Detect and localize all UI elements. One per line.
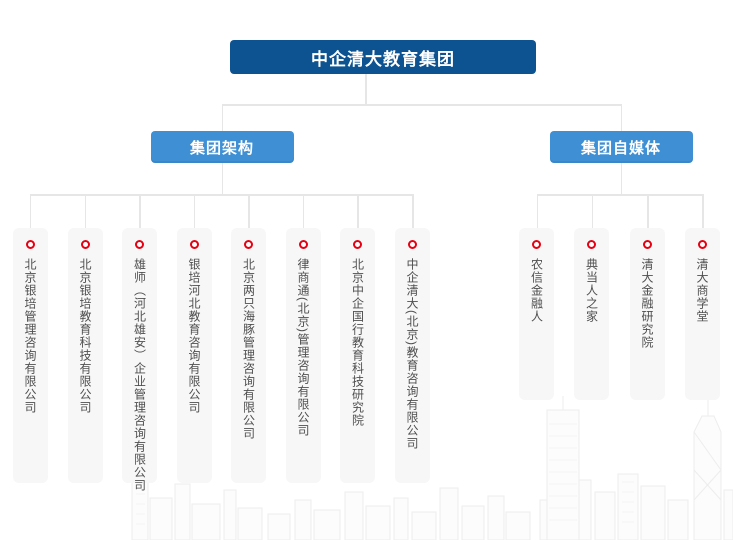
org-node-label: 清大金融研究院 bbox=[640, 258, 654, 349]
org-node-label: 银培河北教育咨询有限公司 bbox=[187, 258, 201, 414]
org-node-card: 农信金融人 bbox=[519, 228, 554, 400]
connector-line bbox=[221, 104, 621, 106]
org-node-label: 北京两只海豚管理咨询有限公司 bbox=[241, 258, 256, 440]
org-node-card: 北京中企国行教育科技研究院 bbox=[340, 228, 375, 483]
org-node-label: 北京银培教育科技有限公司 bbox=[78, 258, 92, 414]
org-node-card: 雄师（河北雄安）企业管理咨询有限公司 bbox=[122, 228, 157, 492]
red-ring-icon bbox=[532, 240, 541, 249]
connector-line bbox=[536, 194, 704, 196]
red-ring-icon bbox=[244, 240, 253, 249]
org-node-card: 北京两只海豚管理咨询有限公司 bbox=[231, 228, 266, 483]
org-node-label: 雄师（河北雄安）企业管理咨询有限公司 bbox=[132, 258, 147, 492]
red-ring-icon bbox=[353, 240, 362, 249]
connector-line bbox=[221, 163, 223, 194]
connector-line bbox=[139, 194, 141, 228]
connector-line bbox=[302, 194, 304, 228]
red-ring-icon bbox=[80, 240, 90, 249]
org-node-card: 律商通(北京)管理咨询有限公司 bbox=[285, 228, 321, 483]
org-node-card: 典当人之家 bbox=[574, 228, 609, 400]
org-node-card: 中企清大(北京)教育咨询有限公司 bbox=[394, 228, 430, 483]
connector-line bbox=[248, 194, 250, 228]
connector-line bbox=[84, 194, 86, 228]
connector-line bbox=[647, 194, 649, 228]
connector-line bbox=[536, 194, 538, 228]
org-node-card: 北京银培管理咨询有限公司 bbox=[12, 228, 48, 483]
connector-line bbox=[412, 194, 414, 228]
org-node-label: 典当人之家 bbox=[584, 258, 599, 323]
connector-line bbox=[29, 194, 414, 196]
org-node-label: 中企清大(北京)教育咨询有限公司 bbox=[405, 258, 419, 450]
connector-line bbox=[365, 74, 367, 104]
branch-node-label: 集团架构 bbox=[189, 139, 254, 157]
branch-node-label: 集团自媒体 bbox=[580, 139, 661, 157]
org-node-card: 银培河北教育咨询有限公司 bbox=[176, 228, 212, 483]
red-ring-icon bbox=[697, 240, 707, 249]
connector-line bbox=[193, 194, 195, 228]
red-ring-icon bbox=[189, 240, 199, 249]
red-ring-icon bbox=[407, 240, 417, 249]
red-ring-icon bbox=[135, 240, 144, 249]
red-ring-icon bbox=[25, 240, 35, 249]
org-node-card: 清大金融研究院 bbox=[629, 228, 665, 400]
org-node-label: 北京银培管理咨询有限公司 bbox=[23, 258, 37, 414]
org-node-card: 北京银培教育科技有限公司 bbox=[67, 228, 103, 483]
connector-line bbox=[620, 104, 622, 131]
org-node-card: 清大商学堂 bbox=[684, 228, 720, 400]
red-ring-icon bbox=[298, 240, 308, 249]
root-node-label: 中企清大教育集团 bbox=[311, 49, 455, 69]
org-node-label: 北京中企国行教育科技研究院 bbox=[350, 258, 365, 427]
org-node-label: 律商通(北京)管理咨询有限公司 bbox=[296, 258, 310, 437]
branch-node-media: 集团自媒体 bbox=[549, 131, 693, 163]
root-node: 中企清大教育集团 bbox=[230, 40, 536, 74]
red-ring-icon bbox=[587, 240, 596, 249]
connector-line bbox=[29, 194, 31, 228]
red-ring-icon bbox=[642, 240, 652, 249]
connector-line bbox=[221, 104, 223, 131]
connector-line bbox=[591, 194, 593, 228]
org-node-label: 清大商学堂 bbox=[695, 258, 709, 323]
connector-line bbox=[357, 194, 359, 228]
connector-line bbox=[620, 163, 622, 194]
connector-line bbox=[702, 194, 704, 228]
org-node-label: 农信金融人 bbox=[529, 258, 544, 323]
branch-node-structure: 集团架构 bbox=[150, 131, 294, 163]
